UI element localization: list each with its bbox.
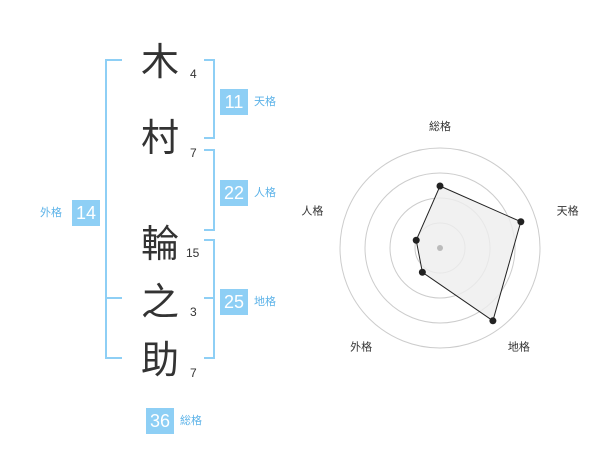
name-char-3: 輪 <box>140 222 179 266</box>
radar-axis-label-2: 天格 <box>557 203 579 217</box>
radar-axis-label-1: 総格 <box>429 119 451 133</box>
chikaku-label: 地格 <box>254 295 276 308</box>
radar-point-5 <box>412 236 420 244</box>
radar-axis-label-5: 人格 <box>301 203 323 217</box>
stroke-count-1: 4 <box>190 67 197 81</box>
radar-point-3 <box>489 317 497 325</box>
name-char-1: 木 <box>140 40 179 84</box>
name-char-2: 村 <box>140 116 179 160</box>
radar-point-1 <box>436 182 444 190</box>
radar-ring-4 <box>339 147 541 349</box>
radar-point-2 <box>517 218 525 226</box>
name-char-5: 助 <box>140 338 179 382</box>
jinkaku-badge: 22 <box>220 180 248 206</box>
stroke-count-2: 7 <box>190 146 197 160</box>
tenkaku-badge: 11 <box>220 89 248 115</box>
radar-center-dot <box>437 245 443 251</box>
soukaku-badge: 36 <box>146 408 174 434</box>
soukaku-label: 総格 <box>180 414 202 427</box>
radar-point-4 <box>418 268 426 276</box>
gaikaku-label: 外格 <box>40 206 62 219</box>
stroke-count-3: 15 <box>186 246 200 260</box>
jinkaku-label: 人格 <box>254 186 276 199</box>
jinkaku-bracket <box>204 149 215 231</box>
chikaku-badge: 25 <box>220 289 248 315</box>
stroke-count-5: 7 <box>190 366 197 380</box>
radar-ring-3 <box>364 172 516 324</box>
radar-polygon <box>415 185 522 322</box>
gaikaku-badge: 14 <box>72 200 100 226</box>
radar-axis-label-3: 地格 <box>508 340 530 354</box>
name-char-4: 之 <box>140 280 179 324</box>
tenkaku-label: 天格 <box>254 95 276 108</box>
gaikaku-bracket <box>105 59 122 359</box>
stroke-count-4: 3 <box>190 305 197 319</box>
radar-axis-label-4: 外格 <box>350 340 372 354</box>
tenkaku-bracket <box>204 59 215 139</box>
